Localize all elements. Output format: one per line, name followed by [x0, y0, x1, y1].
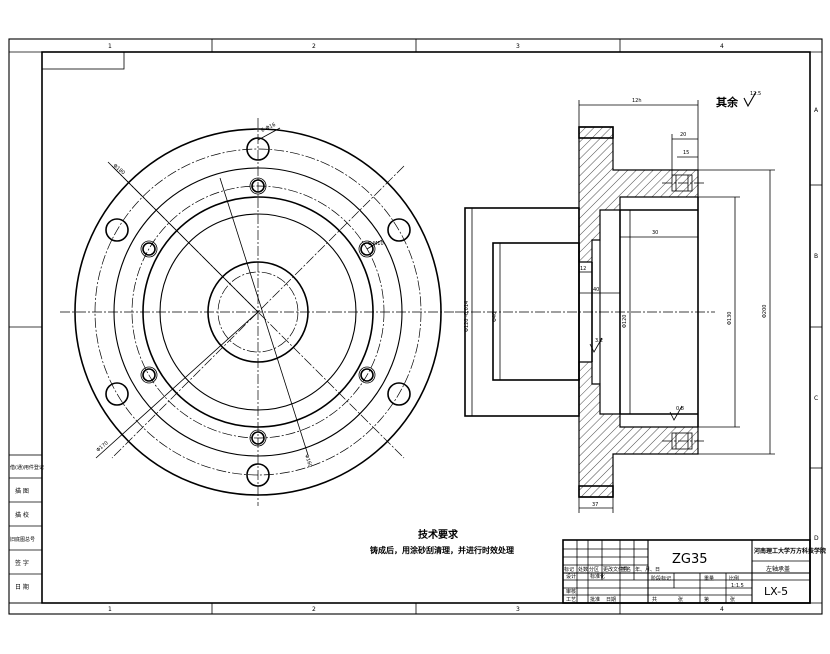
sheet-number: 第: [704, 596, 709, 603]
stage-label: 阶段标记: [651, 575, 671, 582]
label-hole-spec: 6-Φ16: [260, 122, 276, 134]
part-name: 左轴承盖: [766, 565, 790, 573]
drawing-number: LX-5: [764, 585, 788, 598]
zone-bottom-3: 3: [516, 606, 520, 613]
section-view: 12h 20 15 30 12 40 37 Φ200 Φ130 Φ120 Φ12…: [455, 91, 775, 513]
zone-top-4: 4: [720, 43, 724, 50]
section-lower-half: [578, 361, 699, 498]
roughness-value: 12.5: [750, 91, 761, 97]
zone-bottom-4: 4: [720, 606, 724, 613]
dim-dia-left: Φ120 -0.014: [464, 301, 470, 332]
inner-border: [41, 51, 811, 604]
sheet-total: 共: [652, 596, 657, 603]
front-view: 6-Φ16 Φ180 6-M10 Φ160 Φ170: [60, 118, 456, 506]
zone-top-3: 3: [516, 43, 520, 50]
row-label-5: 年、月、日: [635, 566, 660, 573]
tech-text: 铸成后，用涂砂刮清理，并进行时效处理: [370, 545, 514, 555]
dim-dia-shaft: Φ40: [492, 312, 498, 322]
dim-step-b: 40: [593, 287, 599, 293]
label-dia-c: Φ170: [95, 440, 109, 453]
dim-bolt-depth-inner: 15: [683, 150, 689, 156]
strip-label-1: 借(通)用件登记: [10, 464, 44, 471]
roughness-note: 其余: [716, 95, 739, 109]
zone-right-d: D: [814, 535, 819, 542]
left-strip: 借(通)用件登记 描 图 描 校 旧底图总号 签 字 日 期: [8, 454, 44, 604]
person-4: 批准: [590, 596, 600, 603]
strip-label-4: 旧底图总号: [10, 536, 35, 543]
sheet-number-unit: 张: [730, 596, 735, 603]
tech-title: 技术要求: [418, 528, 459, 541]
person-0: 设计: [566, 573, 576, 580]
row-label-0: 标记: [564, 566, 574, 573]
label-dia-a: Φ180: [112, 163, 126, 176]
date-label: 日期: [606, 597, 616, 603]
sheet-total-unit: 张: [678, 596, 683, 603]
title-block: 标记 处数 分区 更改文件号 签名 年、月、日 设计 标准化 审核 工艺 批准 …: [562, 539, 826, 604]
dim-dia-pilot: Φ130: [727, 312, 733, 325]
dim-flange-thickness: 37: [592, 502, 598, 508]
dim-dia-bore: Φ120: [622, 315, 628, 328]
chamfer-note-2: 0.8: [676, 406, 684, 412]
strip-label-2: 描 图: [15, 487, 29, 495]
zone-bottom-2: 2: [312, 606, 316, 613]
zone-bottom-1: 1: [108, 606, 112, 613]
person-2: 工艺: [566, 597, 576, 603]
chamfer-note-1: 3.2: [595, 338, 603, 344]
person-1: 审核: [566, 588, 576, 595]
school-name: 河南理工大学万方科技学院: [754, 547, 826, 555]
zone-top-2: 2: [312, 43, 316, 50]
section-upper-half: [578, 126, 699, 263]
dim-bolt-depth-outer: 20: [680, 132, 686, 138]
dim-step-a: 12: [580, 266, 586, 272]
zone-right-c: C: [814, 395, 818, 402]
zone-right-b: B: [814, 253, 818, 260]
weight-label: 重量: [704, 575, 714, 582]
border-frame: 1 2 3 4 1 2 3 4 A B C D: [8, 38, 823, 615]
zone-right-a: A: [814, 107, 819, 114]
outer-bolt-holes: [105, 137, 411, 487]
corner-box: [41, 51, 125, 70]
row-label-1: 处数: [578, 566, 588, 573]
strip-label-6: 日 期: [15, 583, 29, 591]
dim-total-width: 12h: [632, 98, 642, 104]
row-label-2: 分区: [589, 566, 599, 573]
tech-requirements: 技术要求 铸成后，用涂砂刮清理，并进行时效处理: [370, 528, 514, 555]
inner-tapped-holes: [140, 177, 376, 447]
zone-top-1: 1: [108, 43, 112, 50]
shaft-bore-outline: [492, 242, 580, 381]
strip-label-3: 描 校: [15, 511, 29, 519]
scale-value: 1:1.5: [731, 583, 744, 589]
strip-label-5: 签 字: [15, 559, 29, 567]
label-hole-inner: 6-M10: [368, 241, 384, 247]
dim-dia-outer: Φ200: [762, 305, 768, 318]
dim-bore-depth: 30: [652, 230, 658, 236]
row-label-3: 更改文件号: [603, 566, 628, 573]
label-dia-b: Φ160: [303, 454, 313, 469]
person-3: 标准化: [590, 573, 605, 580]
scale-label: 比例: [729, 575, 739, 582]
material: ZG35: [672, 552, 708, 567]
row-label-4: 签名: [621, 566, 631, 573]
outer-border: [8, 38, 823, 615]
